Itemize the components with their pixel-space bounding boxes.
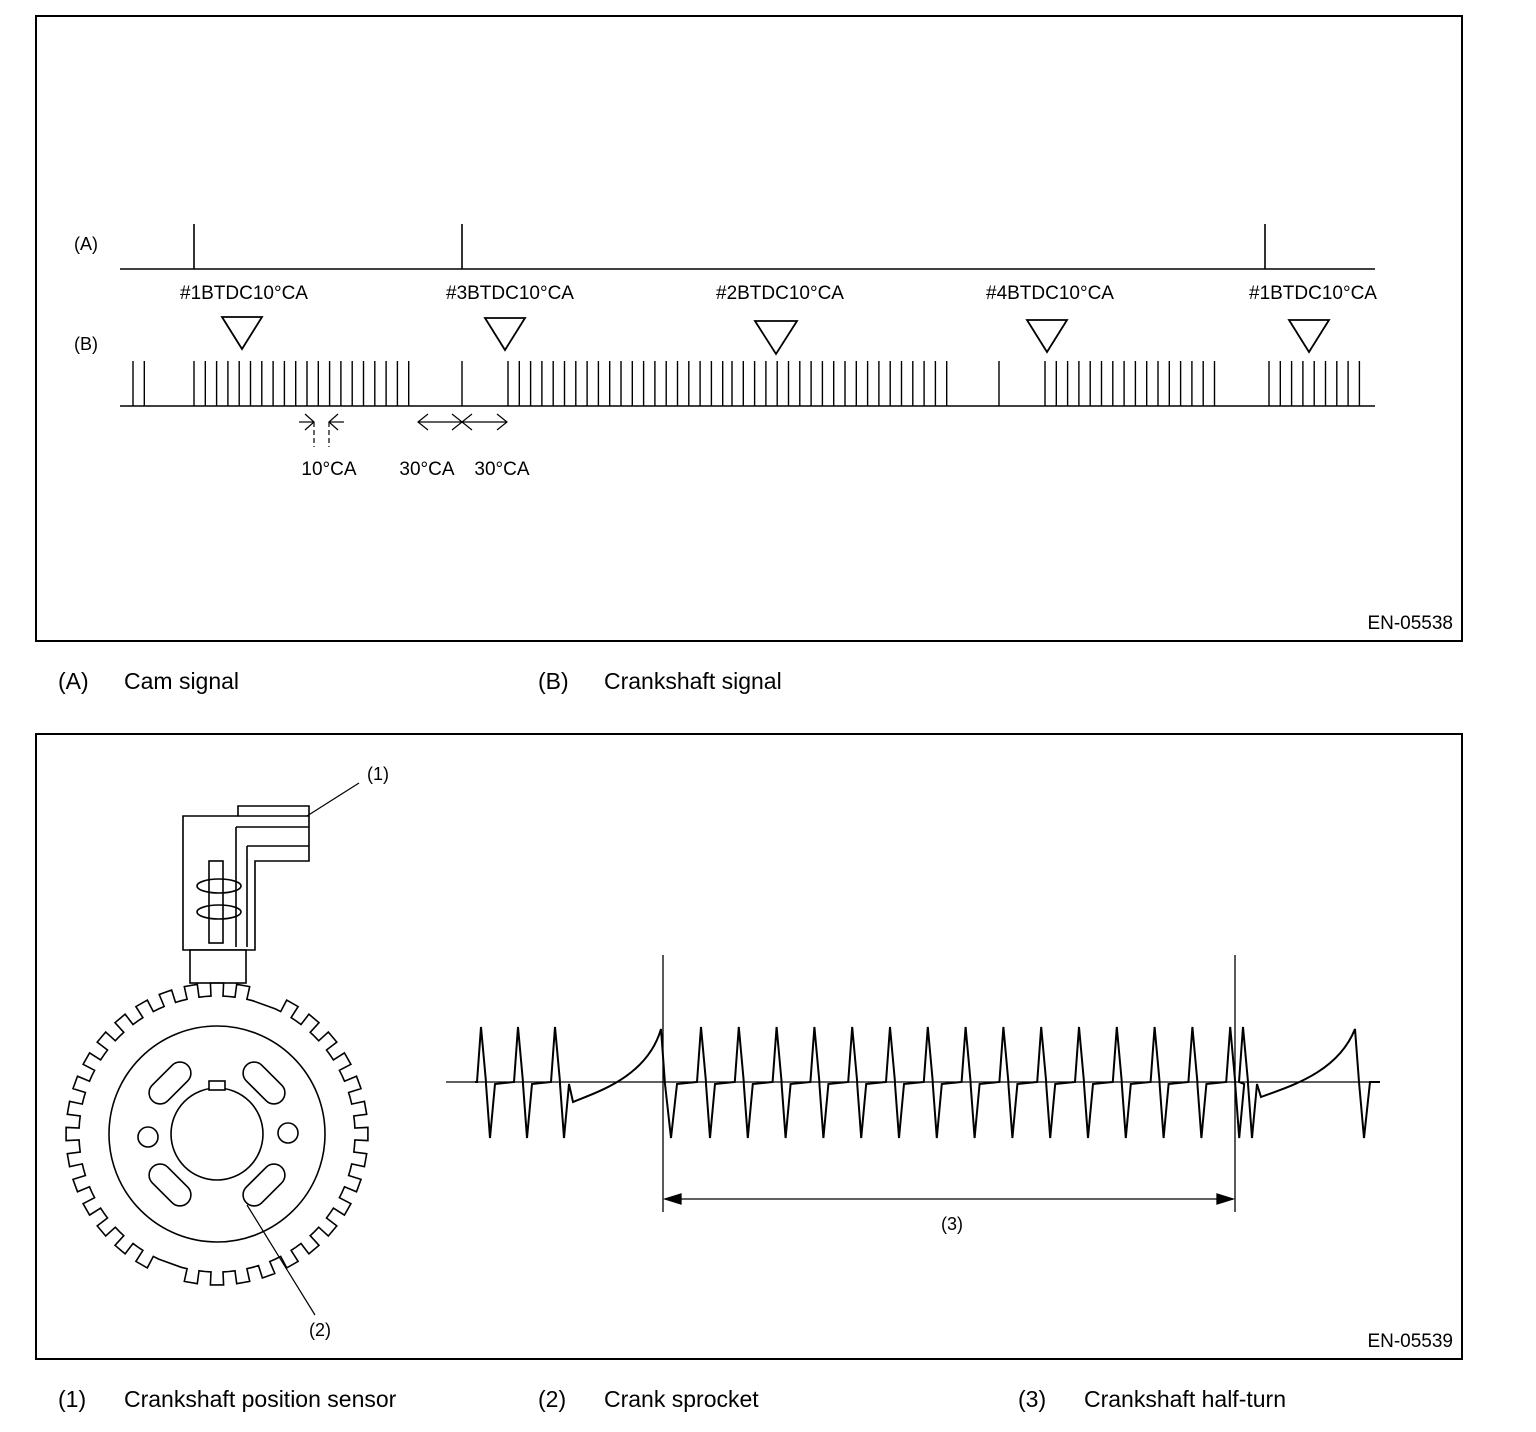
marker-label-2: #2BTDC10°CA — [716, 283, 844, 304]
tdc-triangle-marker — [220, 316, 264, 351]
cam-signal-trace — [120, 224, 1375, 270]
marker-label-3: #3BTDC10°CA — [446, 283, 574, 304]
half-turn-dimension — [662, 1193, 1236, 1205]
legend-text: Crank sprocket — [604, 1386, 759, 1412]
crankshaft-position-sensor — [182, 805, 310, 984]
tdc-triangle-marker — [1025, 319, 1069, 354]
legend-code: (A) — [58, 668, 89, 694]
marker-label-1: #1BTDC10°CA — [180, 283, 308, 304]
crank-sensor-waveform — [475, 1026, 1380, 1139]
legend-code: (2) — [538, 1386, 567, 1412]
legend-text: Cam signal — [124, 668, 240, 694]
figure-id-label: EN-05539 — [1367, 1331, 1453, 1352]
sensor-waveform-panel: (1) (2) (3) — [35, 733, 1463, 1360]
cam-row-label: (A) — [74, 234, 98, 254]
crank-sprocket — [65, 982, 369, 1286]
gap-right-label: 30°CA — [474, 459, 529, 480]
gap-left-label: 30°CA — [399, 459, 454, 480]
marker-label-4: #4BTDC10°CA — [986, 283, 1114, 304]
legend-text: Crankshaft position sensor — [124, 1386, 397, 1412]
sensor-leader-line — [306, 782, 360, 817]
figure-id-label: EN-05538 — [1367, 613, 1453, 634]
sensor-callout: (1) — [367, 764, 389, 784]
legend-figure1: (A) Cam signal (B) Crankshaft signal — [0, 668, 1536, 698]
timing-diagram: (A) (B) #1BTDC10°CA #3BTDC10°CA #2BTDC10… — [74, 224, 1377, 480]
legend-text: Crankshaft signal — [604, 668, 782, 694]
sensor-diagram: (1) (2) (3) — [65, 764, 1380, 1340]
sprocket-leader-line — [246, 1204, 316, 1316]
legend-text: Crankshaft half-turn — [1084, 1386, 1286, 1412]
tooth-pitch-label: 10°CA — [301, 459, 356, 480]
crank-row-label: (B) — [74, 334, 98, 354]
sprocket-callout: (2) — [309, 1320, 331, 1340]
tdc-triangle-marker — [1287, 319, 1331, 354]
legend-code: (3) — [1018, 1386, 1047, 1412]
tooth-pitch-dimension — [299, 413, 344, 447]
timing-diagram-panel: (A) (B) #1BTDC10°CA #3BTDC10°CA #2BTDC10… — [35, 15, 1463, 642]
legend-figure2: (1) Crankshaft position sensor (2) Crank… — [0, 1386, 1536, 1416]
gap-dimension — [417, 413, 508, 431]
crank-signal-trace — [132, 361, 1361, 406]
half-turn-callout: (3) — [941, 1214, 963, 1234]
legend-code: (B) — [538, 668, 569, 694]
tdc-triangle-marker — [753, 320, 799, 356]
tdc-triangle-marker — [483, 317, 527, 352]
marker-label-1-repeat: #1BTDC10°CA — [1249, 283, 1377, 304]
legend-code: (1) — [58, 1386, 87, 1412]
